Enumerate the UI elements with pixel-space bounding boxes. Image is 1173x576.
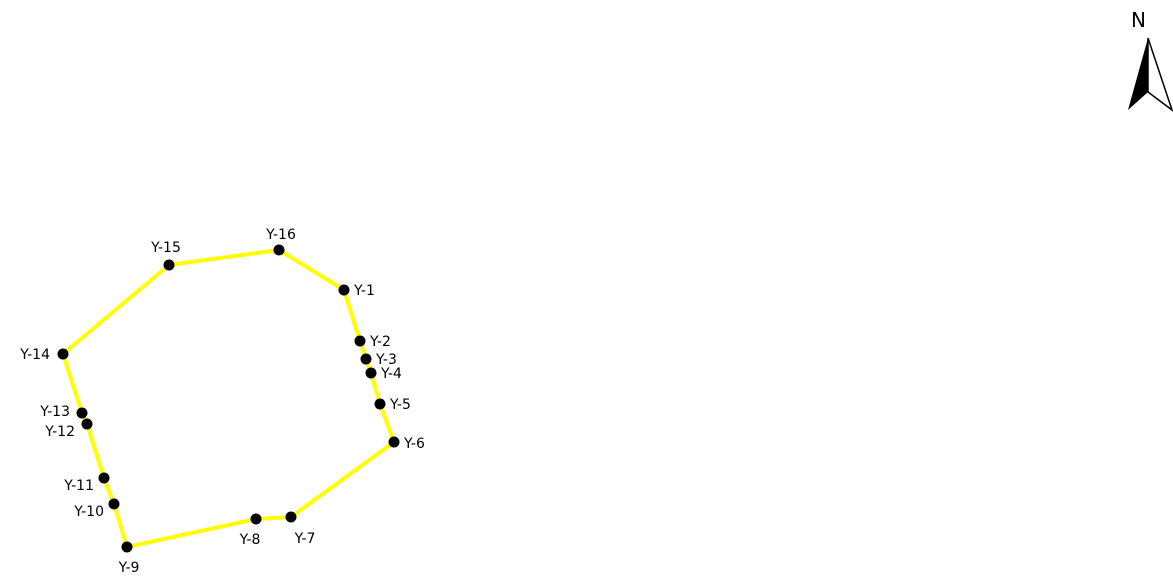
point-label-y-2: Y-2 bbox=[369, 334, 391, 350]
survey-point-y-7 bbox=[285, 511, 297, 523]
survey-point-y-1 bbox=[338, 284, 350, 296]
survey-point-y-15 bbox=[163, 259, 175, 271]
north-arrow: N bbox=[1128, 8, 1173, 112]
survey-point-y-8 bbox=[250, 513, 262, 525]
survey-point-y-6 bbox=[388, 436, 400, 448]
survey-point-y-3 bbox=[360, 353, 372, 365]
survey-point-y-10 bbox=[108, 498, 120, 510]
point-label-y-14: Y-14 bbox=[19, 347, 50, 363]
point-label-y-11: Y-11 bbox=[63, 478, 94, 494]
survey-point-y-5 bbox=[374, 398, 386, 410]
north-letter: N bbox=[1131, 8, 1146, 32]
survey-point-y-2 bbox=[354, 335, 366, 347]
survey-point-y-9 bbox=[121, 541, 133, 553]
survey-points: Y-1Y-2Y-3Y-4Y-5Y-6Y-7 Y-8Y-9 Y-10 Y-11 Y-12 Y… bbox=[19, 227, 425, 576]
point-label-y-5: Y-5 bbox=[389, 397, 411, 413]
survey-point-y-16 bbox=[273, 244, 285, 256]
point-label-y-8: Y-8 bbox=[239, 532, 261, 548]
point-label-y-15: Y-15 bbox=[150, 240, 181, 256]
point-label-y-3: Y-3 bbox=[375, 352, 397, 368]
north-arrow-icon bbox=[1128, 37, 1173, 112]
point-label-y-4: Y-4 bbox=[380, 366, 402, 382]
point-label-y-9: Y-9 bbox=[118, 560, 140, 576]
point-label-y-16: Y-16 bbox=[265, 227, 296, 243]
point-label-y-1: Y-1 bbox=[353, 283, 375, 299]
point-label-y-6: Y-6 bbox=[403, 436, 425, 452]
survey-point-y-14 bbox=[57, 348, 69, 360]
survey-point-y-11 bbox=[98, 472, 110, 484]
survey-point-y-12 bbox=[81, 418, 93, 430]
point-label-y-13: Y-13 bbox=[39, 404, 70, 420]
survey-point-y-13 bbox=[76, 407, 88, 419]
survey-point-y-4 bbox=[365, 367, 377, 379]
point-label-y-7: Y-7 bbox=[294, 531, 316, 547]
point-label-y-10: Y-10 bbox=[73, 504, 104, 520]
point-label-y-12: Y-12 bbox=[44, 424, 75, 440]
